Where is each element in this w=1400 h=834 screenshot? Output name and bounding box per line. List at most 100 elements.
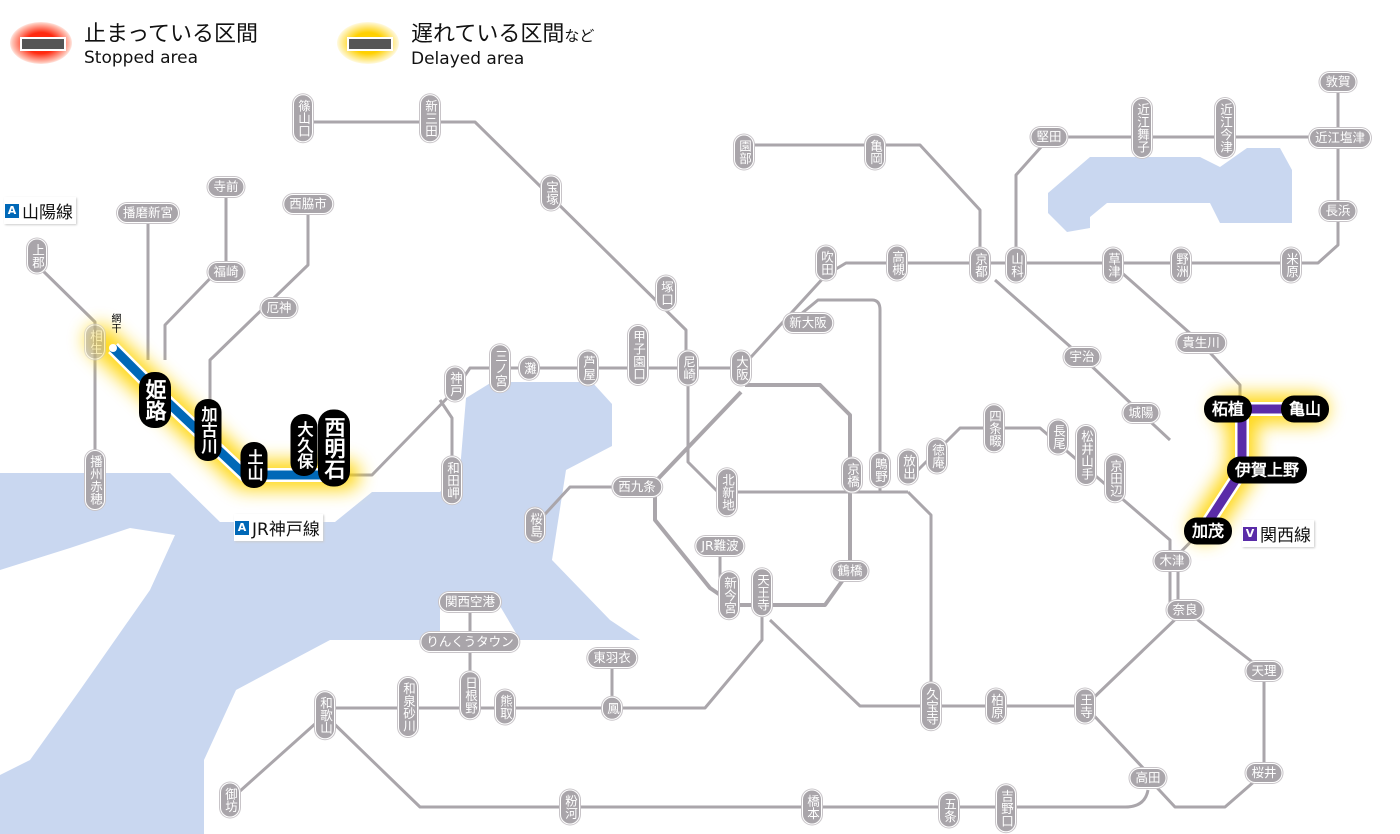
station-normal[interactable]: 王寺 [1075, 688, 1095, 724]
station-normal[interactable]: 御坊 [220, 782, 240, 818]
station-normal[interactable]: 塚口 [656, 275, 676, 311]
delayed-jp-suffix: など [564, 27, 595, 45]
station-normal[interactable]: 神戸 [445, 366, 465, 402]
line-label-kansai[interactable]: V 関西線 [1242, 520, 1314, 547]
osaka-bay [0, 382, 640, 834]
station-normal[interactable]: 吹田 [816, 245, 836, 281]
line-name: 山陽線 [22, 203, 73, 223]
station-normal[interactable]: 米原 [1281, 247, 1301, 283]
station-label-aboshi: 網干 [109, 313, 120, 333]
station-normal[interactable]: 松井山手 [1076, 425, 1096, 485]
station-normal[interactable]: 関西空港 [438, 592, 502, 612]
station-normal[interactable]: 和泉砂川 [398, 677, 418, 737]
station-normal[interactable]: 上郡 [27, 238, 47, 274]
station-normal[interactable]: 寺前 [207, 177, 245, 197]
station-normal[interactable]: 近江舞子 [1132, 98, 1152, 158]
station-normal[interactable]: 和田岬 [442, 456, 462, 504]
aboshi-terminal [109, 344, 117, 352]
station-normal[interactable]: 厄神 [260, 298, 298, 318]
station-normal[interactable]: 桜島 [525, 507, 545, 543]
station-normal[interactable]: 天王寺 [752, 568, 772, 616]
station-normal[interactable]: 播州赤穂 [85, 450, 105, 510]
station-normal[interactable]: 日根野 [460, 671, 480, 719]
delayed-jp-text: 遅れている区間 [411, 22, 565, 47]
station-normal[interactable]: 篠山口 [293, 94, 313, 142]
station-normal[interactable]: りんくうタウン [420, 632, 520, 652]
station-normal[interactable]: 鴫野 [870, 452, 890, 488]
station-normal[interactable]: 徳庵 [927, 438, 947, 474]
station-normal[interactable]: 久宝寺 [921, 682, 941, 730]
station-delayed[interactable]: 姫路 [139, 372, 171, 428]
station-normal[interactable]: 東羽衣 [587, 648, 637, 668]
station-delayed[interactable]: 西明石 [318, 409, 350, 487]
station-normal[interactable]: 貴生川 [1176, 333, 1226, 353]
station-normal[interactable]: 長浜 [1319, 201, 1357, 221]
station-normal[interactable]: 亀岡 [865, 134, 885, 170]
station-normal[interactable]: 大阪 [731, 350, 751, 386]
station-normal[interactable]: 京橋 [842, 457, 862, 493]
awaji-land [0, 528, 175, 775]
station-delayed[interactable]: 加茂 [1183, 517, 1233, 545]
station-delayed[interactable]: 亀山 [1280, 395, 1330, 423]
station-normal[interactable]: 灘 [519, 356, 539, 380]
line-label-jr-kobe[interactable]: A JR神戸線 [234, 514, 323, 541]
station-normal[interactable]: 鳳 [602, 696, 622, 720]
station-normal[interactable]: 西脇市 [283, 194, 333, 214]
station-delayed[interactable]: 柘植 [1203, 395, 1253, 423]
station-normal[interactable]: 宝塚 [541, 175, 561, 211]
station-normal[interactable]: 新三田 [420, 94, 440, 142]
station-normal[interactable]: 敦賀 [1319, 72, 1357, 92]
stopped-label-en: Stopped area [84, 48, 199, 68]
station-normal[interactable]: 天理 [1245, 661, 1283, 681]
station-normal[interactable]: 木津 [1153, 551, 1191, 571]
stopped-label-jp: 止まっている区間 [84, 22, 259, 47]
line-label-sanyo[interactable]: A 山陽線 [4, 197, 76, 224]
station-normal[interactable]: 放出 [898, 449, 918, 485]
station-normal[interactable]: 和歌山 [315, 691, 335, 739]
station-normal[interactable]: 福崎 [207, 262, 245, 282]
station-normal[interactable]: 播磨新宮 [116, 203, 180, 223]
station-normal[interactable]: 近江今津 [1215, 98, 1235, 158]
station-delayed[interactable]: 土山 [240, 442, 268, 488]
legend-stopped: 止まっている区間 Stopped area [10, 22, 258, 68]
station-normal[interactable]: 奈良 [1166, 600, 1204, 620]
station-normal[interactable]: 長尾 [1048, 419, 1068, 455]
station-normal[interactable]: 芦屋 [578, 350, 598, 386]
station-normal[interactable]: 相生 [85, 324, 105, 360]
station-normal[interactable]: 京田辺 [1105, 454, 1125, 502]
station-normal[interactable]: 尼崎 [678, 350, 698, 386]
station-normal[interactable]: 野洲 [1171, 247, 1191, 283]
station-normal[interactable]: 草津 [1103, 247, 1123, 283]
station-normal[interactable]: 熊取 [495, 689, 515, 725]
station-normal[interactable]: 甲子園口 [628, 325, 648, 385]
station-normal[interactable]: 桜井 [1245, 763, 1283, 783]
station-normal[interactable]: 橋本 [802, 789, 822, 825]
station-normal[interactable]: 四条畷 [984, 404, 1004, 452]
station-normal[interactable]: 近江塩津 [1308, 128, 1372, 148]
station-delayed[interactable]: 加古川 [194, 399, 222, 461]
line-badge: V [1243, 526, 1257, 541]
station-normal[interactable]: 鶴橋 [831, 561, 869, 581]
station-normal[interactable]: 山科 [1006, 247, 1026, 283]
station-delayed[interactable]: 伊賀上野 [1226, 456, 1308, 484]
station-normal[interactable]: 堅田 [1030, 127, 1068, 147]
station-normal[interactable]: 柏原 [986, 688, 1006, 724]
station-normal[interactable]: 新今宮 [719, 571, 739, 619]
water [0, 148, 1292, 834]
station-normal[interactable]: 五条 [939, 792, 959, 828]
station-normal[interactable]: 西九条 [612, 477, 662, 497]
legend-delayed: 遅れている区間など Delayed area [337, 22, 594, 69]
station-normal[interactable]: 吉野口 [996, 784, 1016, 832]
station-normal[interactable]: 高田 [1129, 768, 1167, 788]
station-normal[interactable]: 城陽 [1122, 403, 1160, 423]
station-delayed[interactable]: 大久保 [290, 414, 318, 476]
station-normal[interactable]: 高槻 [887, 245, 907, 281]
station-normal[interactable]: 宇治 [1063, 347, 1101, 367]
station-normal[interactable]: 新大阪 [783, 313, 833, 333]
station-normal[interactable]: 園部 [734, 134, 754, 170]
station-normal[interactable]: 三ノ宮 [490, 344, 510, 392]
station-normal[interactable]: 京都 [970, 247, 990, 283]
station-normal[interactable]: 北新地 [717, 468, 737, 516]
station-normal[interactable]: JR難波 [695, 536, 745, 556]
station-normal[interactable]: 粉河 [560, 789, 580, 825]
